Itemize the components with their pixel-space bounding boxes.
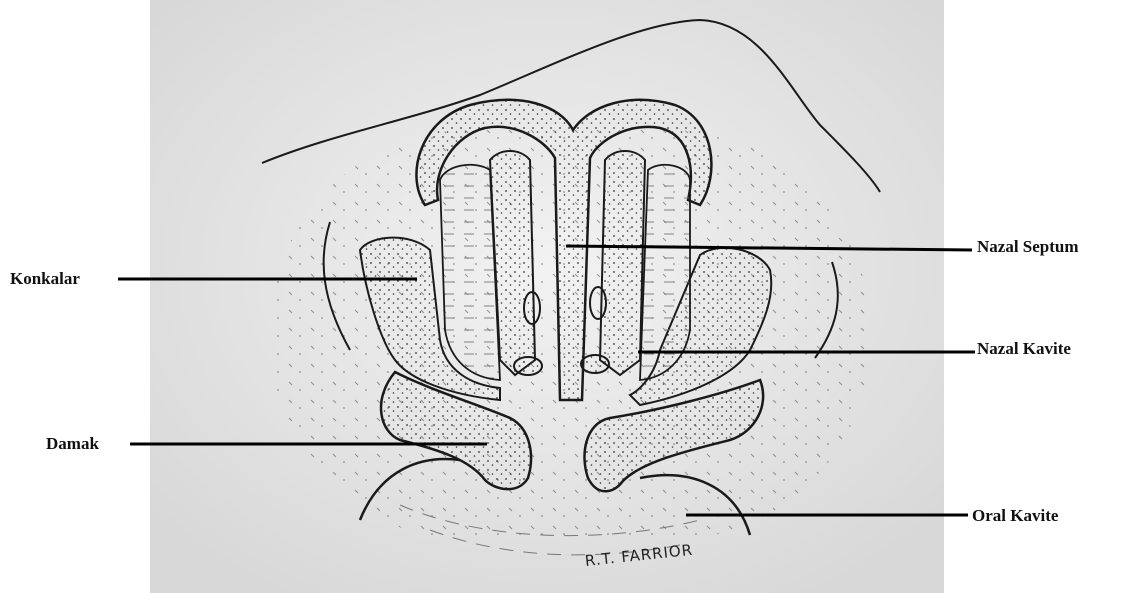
right-nasal-cavity [640, 165, 690, 380]
label-damak: Damak [46, 434, 99, 454]
septum-foot-right [581, 355, 609, 373]
label-nazal-kavite: Nazal Kavite [977, 339, 1071, 359]
label-oral-kavite: Oral Kavite [972, 506, 1058, 526]
label-nazal-septum: Nazal Septum [977, 237, 1079, 257]
septum-foot-left [514, 357, 542, 375]
label-konkalar: Konkalar [10, 269, 80, 289]
septum-right-column [600, 151, 645, 375]
